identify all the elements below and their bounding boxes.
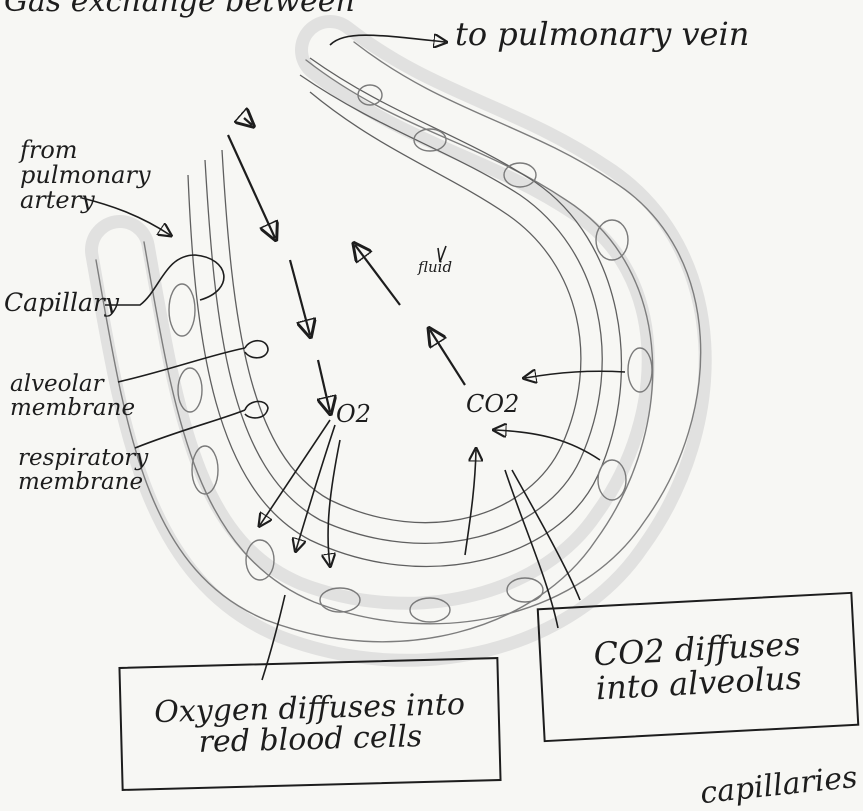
diagram-title: Gas exchange between (4, 0, 355, 18)
oxygen-diffusion-box: Oxygen diffuses into red blood cells (118, 657, 501, 791)
oxygen-diffusion-text: Oxygen diffuses into red blood cells (149, 688, 471, 759)
label-o2: O2 (336, 402, 371, 427)
co2-diffusion-box: CO2 diffuses into alveolus (537, 592, 860, 742)
label-alveolar-membrane: alveolar membrane (10, 372, 150, 420)
label-fluid: fluid (418, 260, 452, 276)
label-capillary: Capillary (4, 290, 119, 316)
label-co2: CO2 (466, 392, 519, 417)
capillary-wall (96, 42, 701, 642)
co2-diffusion-text: CO2 diffuses into alveolus (561, 626, 834, 707)
label-pulmonary-vein: to pulmonary vein (455, 18, 749, 52)
label-respiratory-membrane: respiratory membrane (18, 446, 168, 494)
label-pulmonary-artery: from pulmonary artery (20, 138, 205, 214)
